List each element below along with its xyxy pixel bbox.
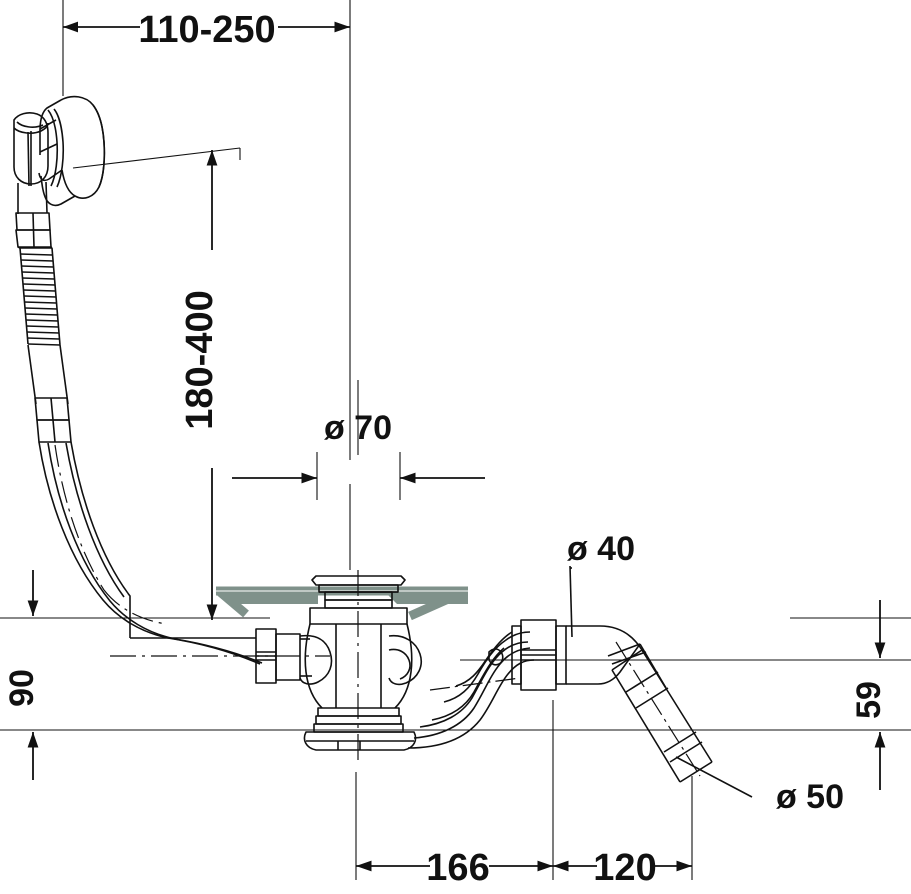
dimension-label-90: 90 <box>3 669 41 707</box>
dimension-59: 59 <box>850 600 888 790</box>
dimension-120: 120 <box>553 847 692 889</box>
dimension-label-180-400: 180-400 <box>179 290 221 429</box>
bath-tub-wall-profile <box>216 586 469 621</box>
overflow-cover-plate <box>13 95 106 207</box>
outlet-elbow-pipe <box>511 619 713 783</box>
dimension-diameter-40: ø 40 <box>567 530 635 638</box>
dimension-110-250: 110-250 <box>63 9 350 51</box>
dimension-label-diameter-50: ø 50 <box>776 778 844 816</box>
dimension-label-59: 59 <box>850 681 888 719</box>
dimension-diameter-50: ø 50 <box>675 756 844 816</box>
dimension-90: 90 <box>3 570 41 780</box>
dimension-166: 166 <box>356 847 553 889</box>
trap-siphon-body <box>407 631 535 749</box>
dimension-180-400: 180-400 <box>179 150 221 620</box>
dimension-label-diameter-70: ø 70 <box>324 409 392 447</box>
dimension-diameter-70: ø 70 <box>232 409 485 484</box>
overflow-connection-pipe <box>110 628 330 684</box>
corrugated-flexible-hose <box>15 181 176 640</box>
dimension-label-diameter-40: ø 40 <box>567 530 635 568</box>
waste-drain-body <box>299 570 422 762</box>
dimension-label-166: 166 <box>426 847 489 889</box>
dimension-label-110-250: 110-250 <box>138 9 275 51</box>
dimension-label-120: 120 <box>593 847 656 889</box>
discharge-pipe <box>611 641 713 783</box>
